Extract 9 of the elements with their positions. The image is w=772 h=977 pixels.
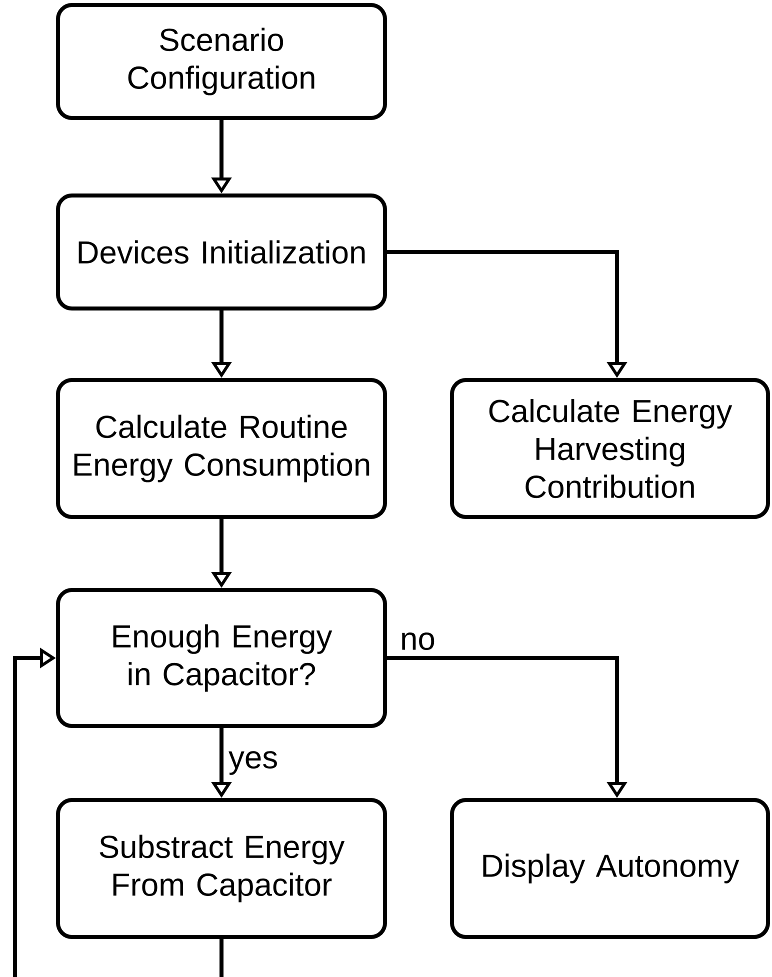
process-box: Devices Initialization [56,194,387,310]
process-box: Calculate Routine Energy Consumption [56,378,387,519]
edge-label: no [399,632,436,651]
process-box: Scenario Configuration [56,3,387,120]
process-box: Enough Energy in Capacitor? [56,588,387,728]
edge-label: yes [228,750,280,776]
process-box: Display Autonomy [450,798,770,939]
process-box: Calculate Energy Harvesting Contribution [450,378,770,519]
process-box: Substract Energy From Capacitor [56,798,387,939]
